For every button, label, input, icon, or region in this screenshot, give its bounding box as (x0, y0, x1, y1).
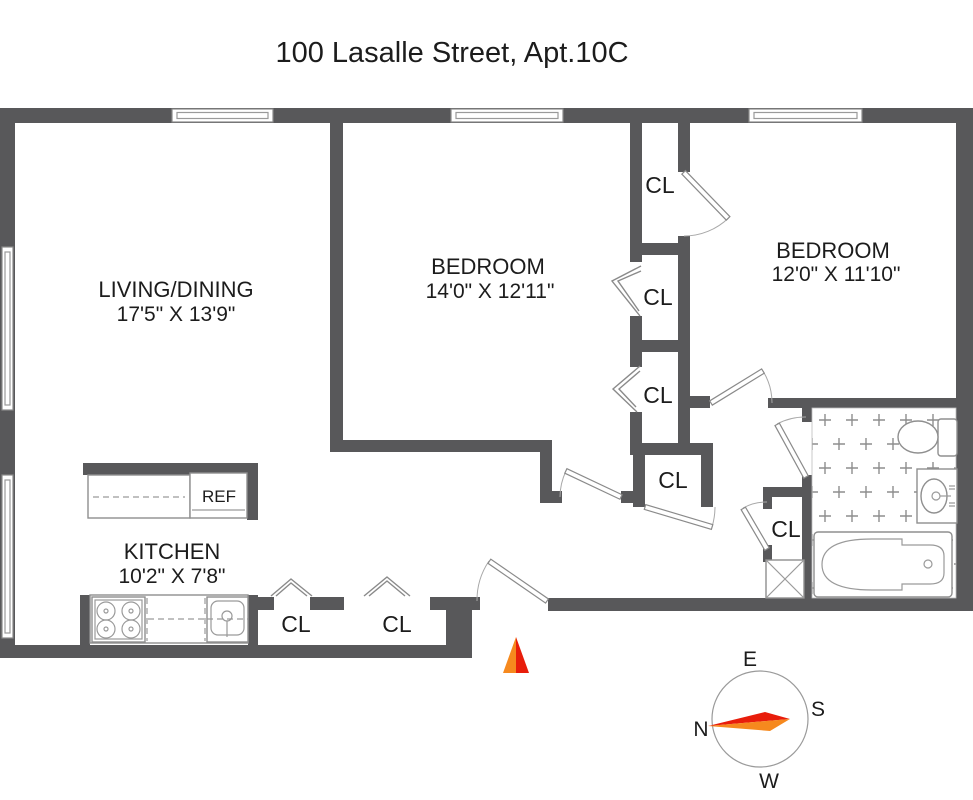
door-entry (476, 558, 550, 604)
bedroom1-dims: 14'0" X 12'11" (426, 280, 555, 303)
kitchen-dims: 10'2" X 7'8" (119, 565, 226, 588)
entry-arrow (503, 637, 529, 673)
door-closet-bifold-2 (611, 365, 641, 413)
room-labels: LIVING/DINING 17'5" X 13'9" BEDROOM 14'0… (98, 238, 900, 588)
compass-south: S (811, 698, 825, 721)
door-closet-bifold-1 (610, 265, 642, 317)
toilet (897, 418, 958, 457)
bedroom2-dims: 12'0" X 11'10" (772, 263, 901, 286)
closet-label-5: CL (771, 516, 801, 542)
compass-needle-red (708, 712, 790, 726)
window-bedroom2-top (748, 108, 863, 123)
closet-label-2: CL (643, 284, 673, 310)
kitchen-label: KITCHEN (124, 539, 221, 564)
closet-labels: CL CL CL CL CL CL CL (281, 172, 801, 637)
door-kitchen-closet-bifold-1 (270, 578, 313, 597)
kitchen-sink (206, 596, 249, 643)
door-bathroom (774, 416, 810, 480)
door-hallway (559, 467, 623, 501)
bedroom1-label: BEDROOM (431, 254, 545, 279)
windows (1, 108, 863, 639)
closet-label-1: CL (645, 172, 675, 198)
window-kitchen-left (1, 474, 14, 639)
bedroom2-label: BEDROOM (776, 238, 890, 263)
shelf-unit (765, 559, 805, 599)
door-bathroom-closet (740, 501, 770, 552)
kitchen-upper-counter: REF (83, 463, 258, 520)
bathroom-sink (916, 468, 958, 524)
window-living-top (171, 108, 274, 123)
compass-circle (711, 670, 809, 768)
living-room-dims: 17'5" X 13'9" (117, 303, 236, 326)
bathroom-fixtures (765, 418, 958, 599)
refrigerator-label: REF (202, 487, 236, 506)
compass-west: W (759, 770, 779, 793)
stove (91, 596, 146, 643)
compass-needle-orange (708, 719, 790, 731)
door-closet-bedroom2 (680, 169, 731, 237)
closet-label-3: CL (643, 382, 673, 408)
doors (270, 169, 810, 604)
compass: E S W N (693, 648, 825, 793)
refrigerator: REF (189, 472, 248, 519)
closet-label-7: CL (382, 611, 412, 637)
page-title: 100 Lasalle Street, Apt.10C (275, 37, 628, 69)
kitchen-lower-counter (89, 594, 249, 644)
window-living-left (1, 246, 14, 411)
compass-north: N (693, 718, 708, 741)
bathtub (813, 531, 953, 598)
door-hall-closet (643, 503, 716, 531)
door-kitchen-closet-bifold-2 (363, 576, 411, 597)
living-room-label: LIVING/DINING (98, 277, 253, 302)
compass-east: E (743, 648, 757, 671)
closet-label-6: CL (281, 611, 311, 637)
closet-label-4: CL (658, 467, 688, 493)
window-bedroom1-top (450, 108, 564, 123)
door-bedroom2-entry (708, 368, 773, 406)
